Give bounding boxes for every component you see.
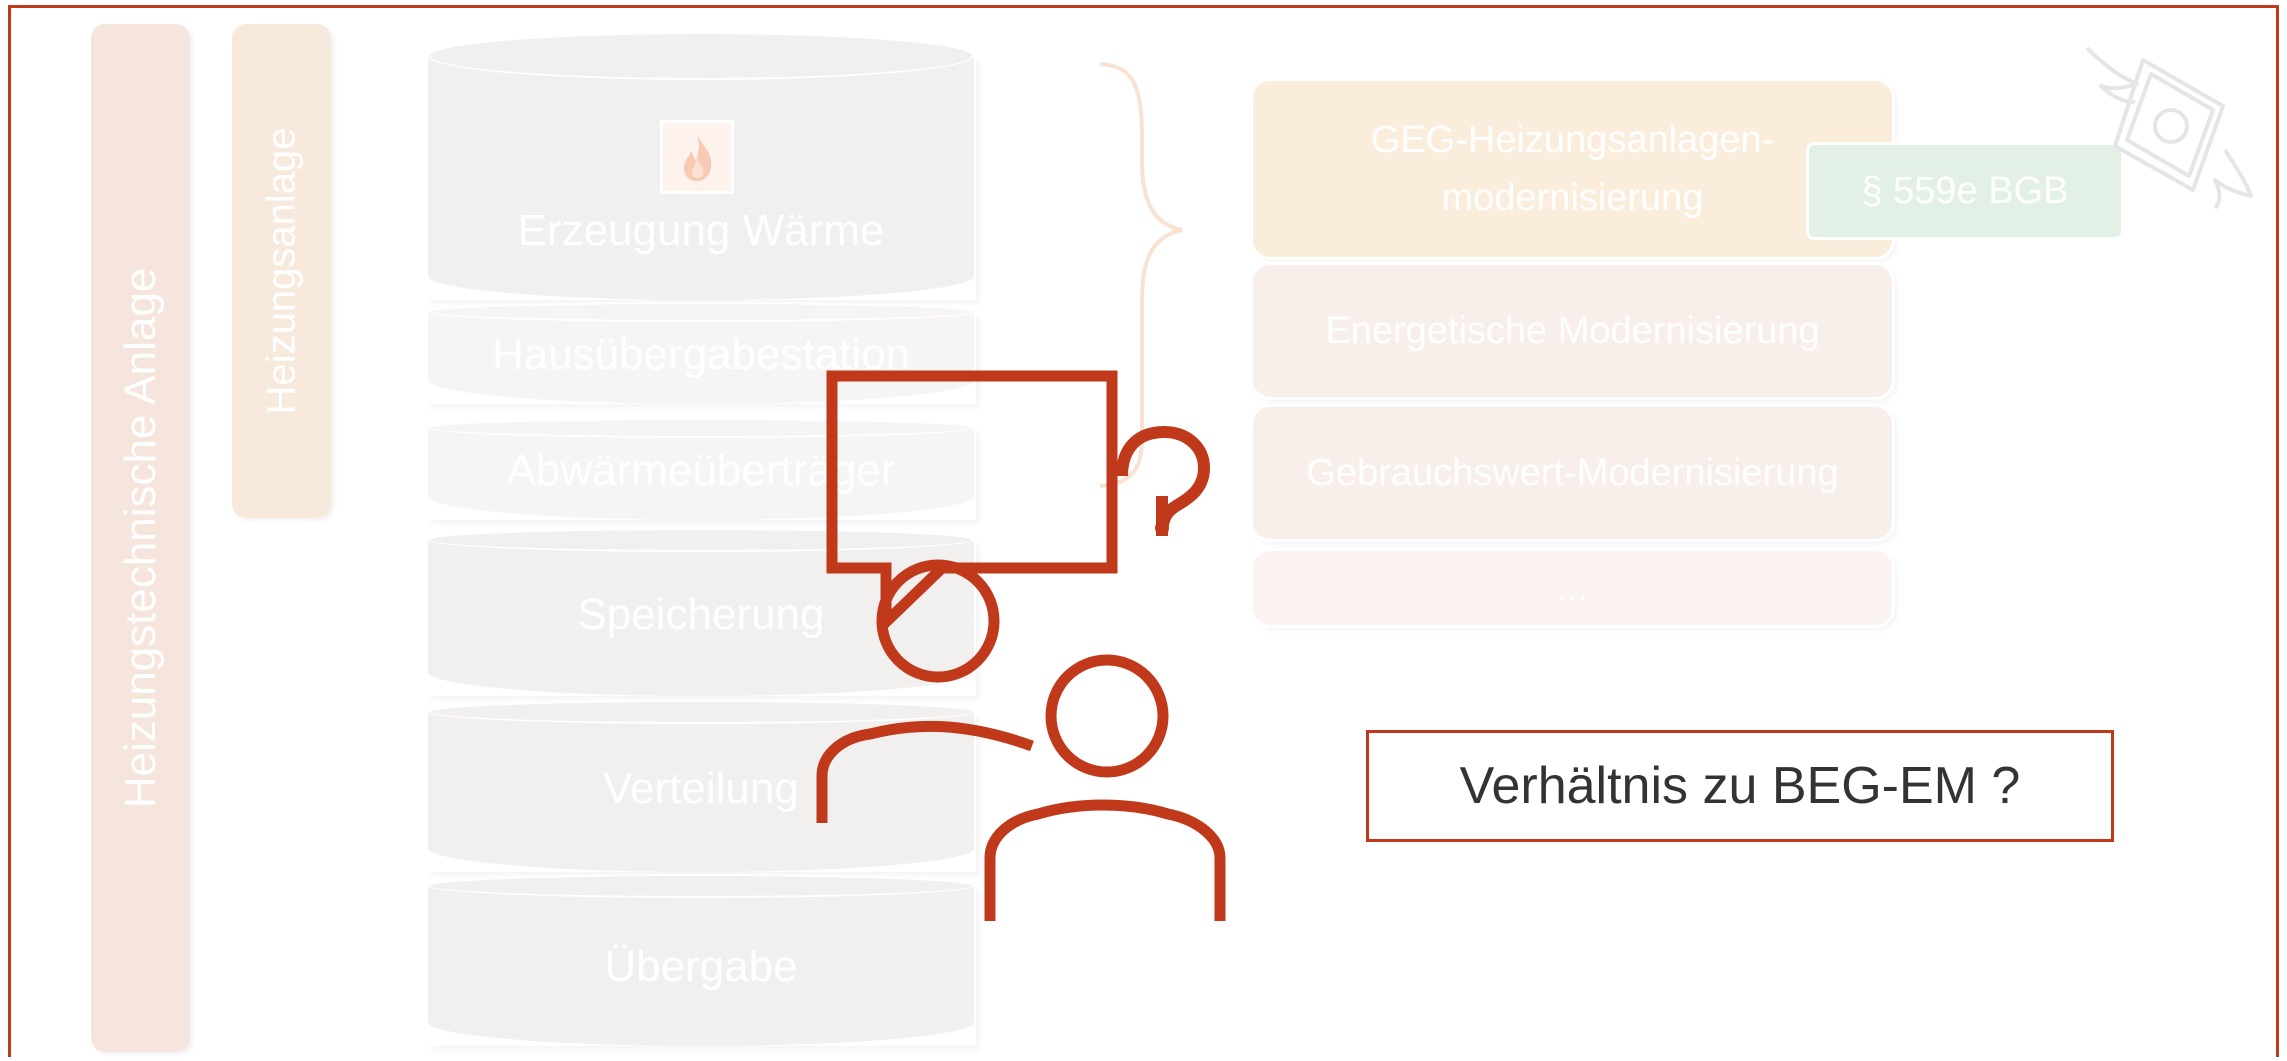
heating-installation-bar: Heizungsanlage: [232, 24, 331, 518]
delivery-label: Übergabe: [604, 942, 798, 991]
energetic-modernization-box: Energetische Modernisierung: [1250, 262, 1895, 400]
flying-money-icon: [2085, 46, 2253, 210]
utility-modernization-label: Gebrauchswert-Modernisierung: [1306, 451, 1839, 494]
heating-system-label: Heizungstechnische Anlage: [115, 267, 165, 809]
cylinder-distribution: Verteilung: [426, 700, 976, 872]
bgb-paragraph-badge: § 559e BGB: [1806, 142, 2124, 240]
heating-installation-label: Heizungsanlage: [259, 127, 303, 415]
bgb-paragraph-label: § 559e BGB: [1861, 169, 2069, 212]
geg-line-2: modernisierung: [1441, 177, 1704, 219]
more-box: ...: [1250, 548, 1895, 628]
slide-frame: [8, 5, 2279, 1057]
more-label: ...: [1556, 566, 1589, 609]
geg-line-1: GEG-Heizungsanlagen-: [1370, 119, 1775, 161]
cylinder-storage: Speicherung: [426, 528, 976, 696]
energetic-modernization-label: Energetische Modernisierung: [1325, 309, 1820, 352]
generation-label: Erzeugung Wärme: [517, 206, 885, 255]
heating-system-bar: Heizungstechnische Anlage: [91, 24, 190, 1052]
curly-brace-icon: [1099, 62, 1183, 488]
question-box: Verhältnis zu BEG-EM ?: [1366, 730, 2114, 842]
geg-modernization-box: GEG-Heizungsanlagen- modernisierung: [1250, 78, 1895, 260]
people-question-icon: [816, 370, 1226, 921]
flame-icon: [660, 120, 734, 194]
storage-label: Speicherung: [577, 590, 825, 639]
distribution-label: Verteilung: [603, 764, 799, 813]
cylinder-delivery: Übergabe: [426, 874, 976, 1046]
utility-modernization-box: Gebrauchswert-Modernisierung: [1250, 404, 1895, 542]
question-text: Verhältnis zu BEG-EM ?: [1459, 757, 2021, 815]
cylinder-transfer-station: Hausübergabestation: [426, 302, 976, 404]
